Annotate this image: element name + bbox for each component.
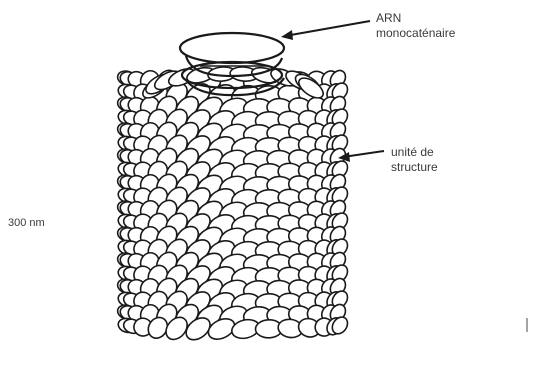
structural-unit-label-line2: structure xyxy=(391,160,438,175)
structural-unit-label-line1: unité de xyxy=(391,145,438,160)
leader-arrow-rna xyxy=(281,21,370,40)
capsid-structural-units xyxy=(116,65,351,344)
rna-label-line2: monocaténaire xyxy=(376,26,455,41)
size-label: 300 nm xyxy=(8,216,45,231)
rna-label-line1: ARN xyxy=(376,11,455,26)
rna-label: ARN monocaténaire xyxy=(376,11,455,41)
structural-unit-label: unité de structure xyxy=(391,145,438,175)
